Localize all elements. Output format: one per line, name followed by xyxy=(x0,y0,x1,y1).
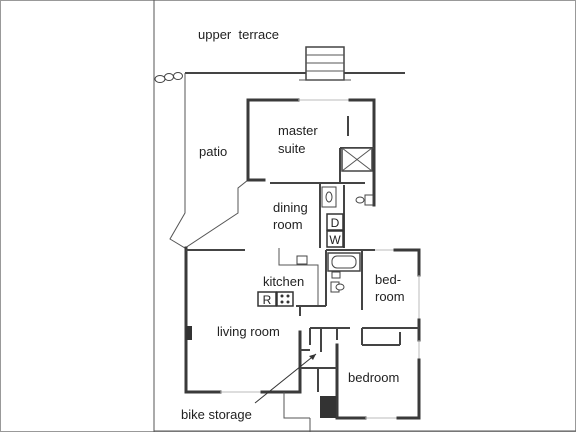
shower-icon xyxy=(341,147,373,172)
small-bedroom-walls xyxy=(362,248,421,342)
patio-label: patio xyxy=(199,144,227,159)
bike-storage-label: bike storage xyxy=(181,407,252,422)
master-suite-label-2: suite xyxy=(278,141,305,156)
range-label: R xyxy=(263,293,272,307)
hallway-walls xyxy=(300,327,419,352)
dining-room-label-2: room xyxy=(273,217,303,232)
small-bedroom-label-2: room xyxy=(375,289,405,304)
dining-walls xyxy=(319,183,345,248)
range-icon xyxy=(257,291,294,307)
stones-icon xyxy=(154,72,183,83)
house-exterior-walls xyxy=(184,246,326,394)
bathroom-walls xyxy=(325,249,363,310)
large-bedroom-walls xyxy=(335,340,421,420)
toilet-icon xyxy=(355,194,374,206)
stairs-icon xyxy=(299,46,351,81)
small-bedroom-label-1: bed- xyxy=(375,272,401,287)
bedroom-label: bedroom xyxy=(348,370,399,385)
bike-storage-pointer xyxy=(254,353,317,404)
master-suite-label-1: master xyxy=(278,123,318,138)
bike-storage-area xyxy=(283,367,337,432)
upper-terrace-label: upper terrace xyxy=(198,27,279,42)
bath-toilet-icon xyxy=(330,271,345,293)
dishwasher-label-d: D xyxy=(331,216,340,230)
dining-room-label-1: dining xyxy=(273,200,308,215)
kitchen-counter xyxy=(278,248,319,306)
kitchen-label: kitchen xyxy=(263,274,304,289)
living-room-label: living room xyxy=(217,324,280,339)
patio-outline xyxy=(169,73,249,249)
bike-storage-arrowhead xyxy=(309,354,316,360)
fireplace xyxy=(186,326,192,340)
dishwasher-icon xyxy=(326,213,344,248)
dishwasher-label-w: W xyxy=(329,233,341,247)
